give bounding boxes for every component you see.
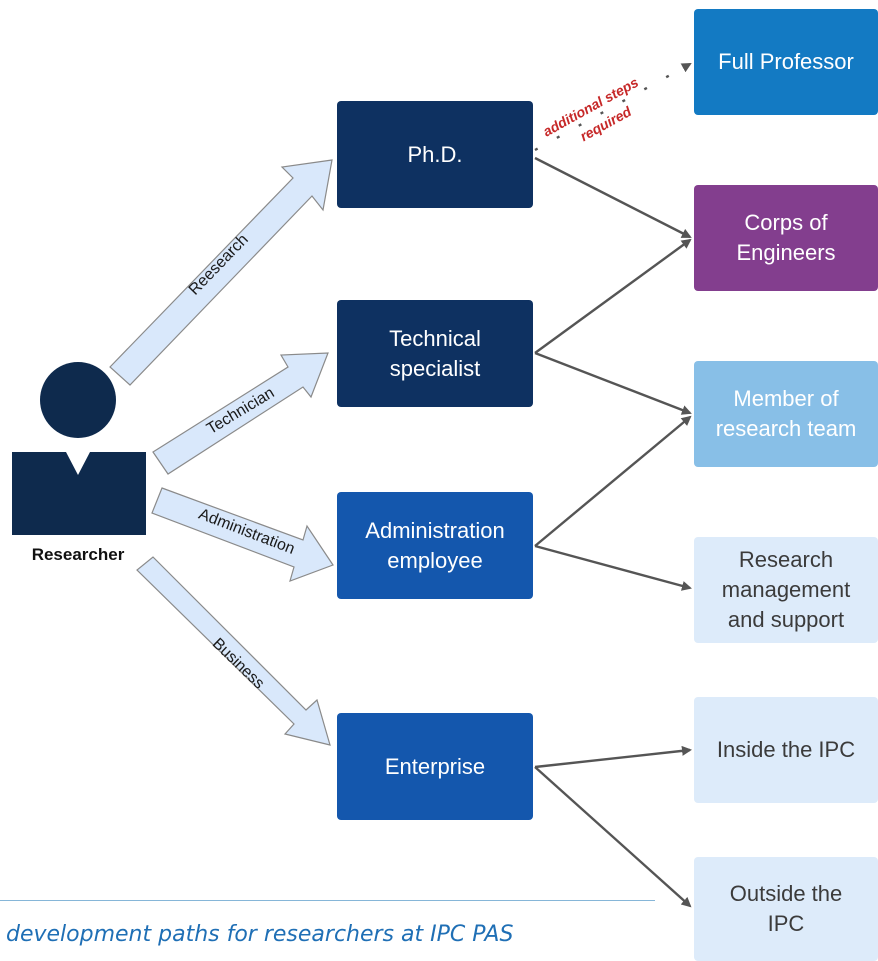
researcher-label: Researcher — [31, 545, 125, 564]
connector-phd-corps — [534, 156, 692, 239]
outcome-inside-ipc: Inside the IPC — [694, 697, 878, 803]
path-arrow-business — [136, 556, 331, 746]
connector-technical-member — [534, 351, 692, 415]
figure-caption: development paths for researchers at IPC… — [6, 922, 514, 947]
node-enterprise: Enterprise — [337, 713, 533, 820]
outcome-outside-ipc: Outside the IPC — [694, 857, 878, 961]
outcome-management-line3: and support — [727, 606, 845, 632]
outcome-outside-line1: Outside the — [729, 881, 843, 907]
person-icon — [12, 362, 146, 535]
path-arrow-research — [109, 159, 333, 386]
outcome-member-line1: Member of — [733, 386, 839, 412]
outcome-corps-line2: Engineers — [736, 240, 836, 265]
outcome-inside-line1: Inside the IPC — [716, 737, 856, 763]
connector-enterprise-inside — [534, 745, 692, 769]
node-admin-line2: employee — [387, 547, 483, 573]
node-enterprise-line1: Enterprise — [384, 753, 486, 779]
path-arrow-administration — [151, 487, 334, 582]
connector-phd-professor — [534, 62, 692, 152]
node-administration-employee: Administration employee — [337, 492, 533, 599]
node-technical-specialist: Technical specialist — [337, 300, 533, 407]
node-technical-line2: specialist — [389, 355, 481, 381]
outcome-corps-line1: Corps of — [744, 210, 828, 236]
caption-divider — [0, 900, 655, 901]
outcome-full-professor-line1: Full Professor — [718, 49, 854, 75]
outcome-member-research-team: Member of research team — [694, 361, 878, 467]
connector-enterprise-outside — [534, 766, 692, 908]
connector-admin-member — [534, 415, 692, 547]
outcome-management-line1: Research — [738, 547, 834, 573]
outcome-outside-line2: IPC — [767, 911, 805, 936]
connector-admin-management — [534, 544, 692, 591]
node-technical-line1: Technical — [389, 325, 481, 351]
outcome-full-professor: Full Professor — [694, 9, 878, 115]
node-phd: Ph.D. — [337, 101, 533, 208]
outcome-management-line2: management — [721, 577, 851, 603]
outcome-corps-of-engineers: Corps of Engineers — [694, 185, 878, 291]
outcome-research-management: Research management and support — [694, 537, 878, 643]
outcome-member-line2: research team — [715, 416, 857, 441]
connector-technical-corps — [534, 238, 692, 354]
path-arrow-technician — [152, 352, 329, 475]
node-phd-line1: Ph.D. — [407, 141, 463, 167]
node-admin-line1: Administration — [365, 517, 505, 543]
